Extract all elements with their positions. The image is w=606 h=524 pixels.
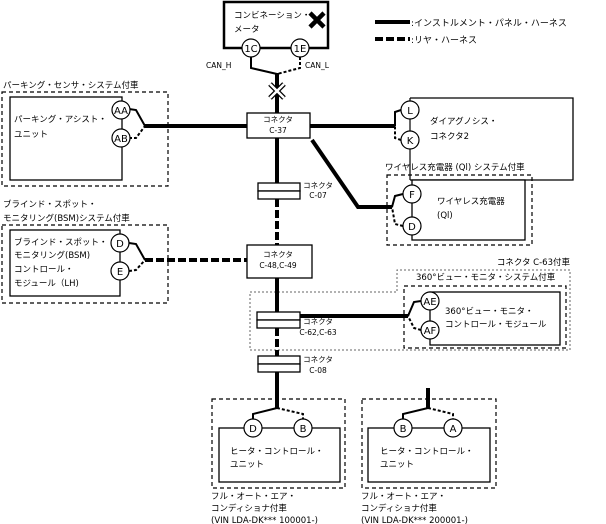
connector-code: C-08 xyxy=(309,366,327,375)
wireless-charger[interactable]: ワイヤレス充電器 (Ql) システム付車 F D ワイヤレス充電器 (Ql) xyxy=(385,162,533,246)
connector-label: コネクタ xyxy=(303,317,333,326)
connector-label: コネクタ xyxy=(263,250,293,259)
pin-b: B xyxy=(300,424,307,435)
pin-f: F xyxy=(409,190,415,201)
caption: コンディショナ付車 xyxy=(361,503,437,514)
pin-aa: AA xyxy=(114,106,128,117)
heater-control-unit-2[interactable]: B A ヒータ・コントロール・ ユニット フル・オート・エア・ コンディショナ付… xyxy=(361,398,497,524)
system-label: モニタリング(BSM)システム付車 xyxy=(3,213,130,224)
c63-label: コネクタ C-63付車 xyxy=(497,257,571,268)
can-h-label: CAN_H xyxy=(206,61,231,70)
pin-b: B xyxy=(400,424,407,435)
module-label: コネクタ2 xyxy=(430,132,469,142)
module-label: ユニット xyxy=(14,130,48,140)
system-label: ブラインド・スポット・ xyxy=(3,199,97,210)
connector-label: コネクタ xyxy=(303,355,333,364)
pin-1e: 1E xyxy=(294,44,307,55)
system-label: パーキング・センサ・システム付車 xyxy=(3,80,139,91)
pin-ab: AB xyxy=(114,134,128,145)
wires xyxy=(128,57,454,419)
connector-label: コネクタ xyxy=(303,181,333,190)
combination-meter[interactable]: コンビネーション・ メータ 1C 1E CAN_H CAN_L xyxy=(206,0,330,70)
module-label: ワイヤレス充電器 xyxy=(437,196,505,207)
caption: フル・オート・エア・ xyxy=(361,492,446,502)
legend-ip-label: :インストルメント・パネル・ハーネス xyxy=(411,18,567,29)
module-label: (Ql) xyxy=(437,211,453,221)
pin-1c: 1C xyxy=(244,44,257,55)
legend-rear-label: :リヤ・ハーネス xyxy=(411,35,477,46)
meter-label: メータ xyxy=(234,25,260,35)
module-label: コントロール・ xyxy=(14,265,74,275)
legend: :インストルメント・パネル・ハーネス :リヤ・ハーネス xyxy=(375,18,567,46)
pin-af: AF xyxy=(424,326,437,337)
connector-c07[interactable]: コネクタ C-07 xyxy=(257,181,333,200)
x-mark-icon xyxy=(308,11,326,29)
connector-label: コネクタ xyxy=(263,115,293,124)
pin-ae: AE xyxy=(423,297,436,308)
heater-control-unit-1[interactable]: D B ヒータ・コントロール・ ユニット フル・オート・エア・ コンディショナ付… xyxy=(211,398,346,524)
connector-c48-c49[interactable]: コネクタ C-48,C-49 xyxy=(246,244,313,279)
bsm-control-module[interactable]: ブラインド・スポット・ モニタリング(BSM)システム付車 ブラインド・スポット… xyxy=(1,199,169,304)
caption: (VIN LDA-DK*** 100001-) xyxy=(211,516,318,524)
pin-d: D xyxy=(116,239,124,250)
module-label: モジュール（LH) xyxy=(14,278,79,289)
module-label: ヒータ・コントロール・ xyxy=(380,447,474,457)
module-label: コントロール・モジュール xyxy=(445,320,547,330)
module-label: パーキング・アシスト・ xyxy=(14,114,107,125)
connector-code: C-37 xyxy=(269,126,287,135)
meter-label: コンビネーション・ xyxy=(234,11,310,21)
connector-c62-c63[interactable]: コネクタ C-62,C-63 xyxy=(256,311,337,337)
connector-code: C-07 xyxy=(309,191,327,200)
pin-a: A xyxy=(450,424,457,435)
caption: フル・オート・エア・ xyxy=(211,492,296,502)
connector-code: C-62,C-63 xyxy=(299,328,337,337)
break-x-icon xyxy=(268,82,286,100)
module-label: ユニット xyxy=(380,460,414,470)
diagnosis-connector-2[interactable]: L K ダイアグノシス・ コネクタ2 xyxy=(400,97,574,181)
caption: (VIN LDA-DK*** 200001-) xyxy=(361,516,468,524)
c63-region xyxy=(249,269,571,351)
module-label: モニタリング(BSM) xyxy=(14,250,90,261)
parking-assist-unit[interactable]: パーキング・センサ・システム付車 パーキング・アシスト・ ユニット AA AB xyxy=(1,80,169,187)
module-label: ダイアグノシス・ xyxy=(430,116,497,127)
module-label: ヒータ・コントロール・ xyxy=(230,447,324,457)
pin-d: D xyxy=(249,424,257,435)
system-label: 360°ビュー・モニタ・システム付車 xyxy=(416,272,556,283)
module-label: ユニット xyxy=(230,460,264,470)
system-label: ワイヤレス充電器 (Ql) システム付車 xyxy=(385,162,525,173)
pin-e: E xyxy=(117,267,123,278)
can-l-label: CAN_L xyxy=(305,61,330,70)
pin-l: L xyxy=(407,106,413,117)
connector-c08[interactable]: コネクタ C-08 xyxy=(257,355,333,375)
module-label: 360°ビュー・モニタ・ xyxy=(445,307,533,317)
connector-code: C-48,C-49 xyxy=(259,261,297,270)
360-view-monitor-module[interactable]: 360°ビュー・モニタ・システム付車 AE AF 360°ビュー・モニタ・ コン… xyxy=(403,272,567,349)
pin-d: D xyxy=(408,222,416,233)
module-label: ブラインド・スポット・ xyxy=(14,237,108,248)
connector-c37[interactable]: コネクタ C-37 xyxy=(246,112,311,139)
caption: コンディショナ付車 xyxy=(211,503,287,514)
pin-k: K xyxy=(407,136,414,147)
